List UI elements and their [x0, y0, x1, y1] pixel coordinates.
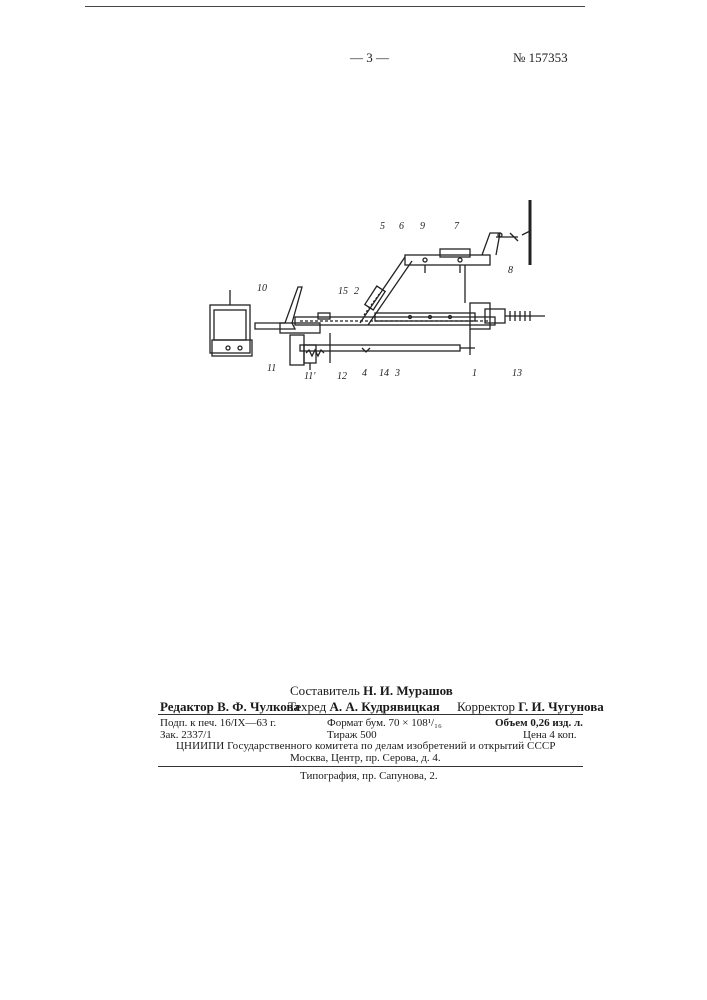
techred-label: Техред [288, 699, 326, 714]
part-labels: 10 5 6 9 7 8 15 2 11 12 4 14 3 1 13 11' [257, 221, 522, 382]
top-rule [85, 6, 585, 7]
label-4: 4 [362, 368, 367, 379]
institute-text: ЦНИИПИ Государственного комитета по дела… [176, 740, 556, 752]
compiler-line: Составитель Н. И. Мурашов [290, 683, 453, 699]
label-2: 2 [354, 286, 359, 297]
label-10: 10 [257, 283, 267, 294]
label-9: 9 [420, 221, 425, 232]
corrector-line: Корректор Г. И. Чугунова [457, 699, 604, 715]
page-number: — 3 — [350, 50, 389, 66]
volume-text: Объем 0,26 изд. л. [495, 717, 583, 729]
label-7: 7 [454, 221, 460, 232]
techred-name: А. А. Кудрявицкая [330, 699, 440, 714]
imprint-rule-top [158, 714, 583, 715]
label-6: 6 [399, 221, 404, 232]
address-text: Москва, Центр, пр. Серова, д. 4. [290, 752, 441, 764]
label-15: 15 [338, 286, 348, 297]
label-11: 11 [267, 363, 276, 374]
compiler-name: Н. И. Мурашов [363, 683, 453, 698]
editor-line: Редактор В. Ф. Чулкова [160, 699, 300, 715]
signed-text: Подп. к печ. 16/IX—63 г. [160, 717, 276, 729]
corrector-name: Г. И. Чугунова [518, 699, 604, 714]
label-3: 3 [394, 368, 400, 379]
label-8: 8 [508, 265, 513, 276]
label-5: 5 [380, 221, 385, 232]
format-text: Формат бум. 70 × 108¹/₁₆ [327, 717, 442, 729]
imprint-rule-bottom [158, 766, 583, 767]
corrector-label: Корректор [457, 699, 515, 714]
label-13: 13 [512, 368, 522, 379]
printing-house-text: Типография, пр. Сапунова, 2. [300, 770, 438, 782]
patent-number: № 157353 [513, 50, 568, 66]
technical-drawing: 10 5 6 9 7 8 15 2 11 12 4 14 3 1 13 11' [200, 195, 550, 390]
compiler-label: Составитель [290, 683, 360, 698]
label-11-prime: 11' [304, 371, 316, 382]
label-12: 12 [337, 371, 347, 382]
label-1: 1 [472, 368, 477, 379]
editor-label: Редактор [160, 699, 214, 714]
label-14: 14 [379, 368, 389, 379]
techred-line: Техред А. А. Кудрявицкая [288, 699, 440, 715]
